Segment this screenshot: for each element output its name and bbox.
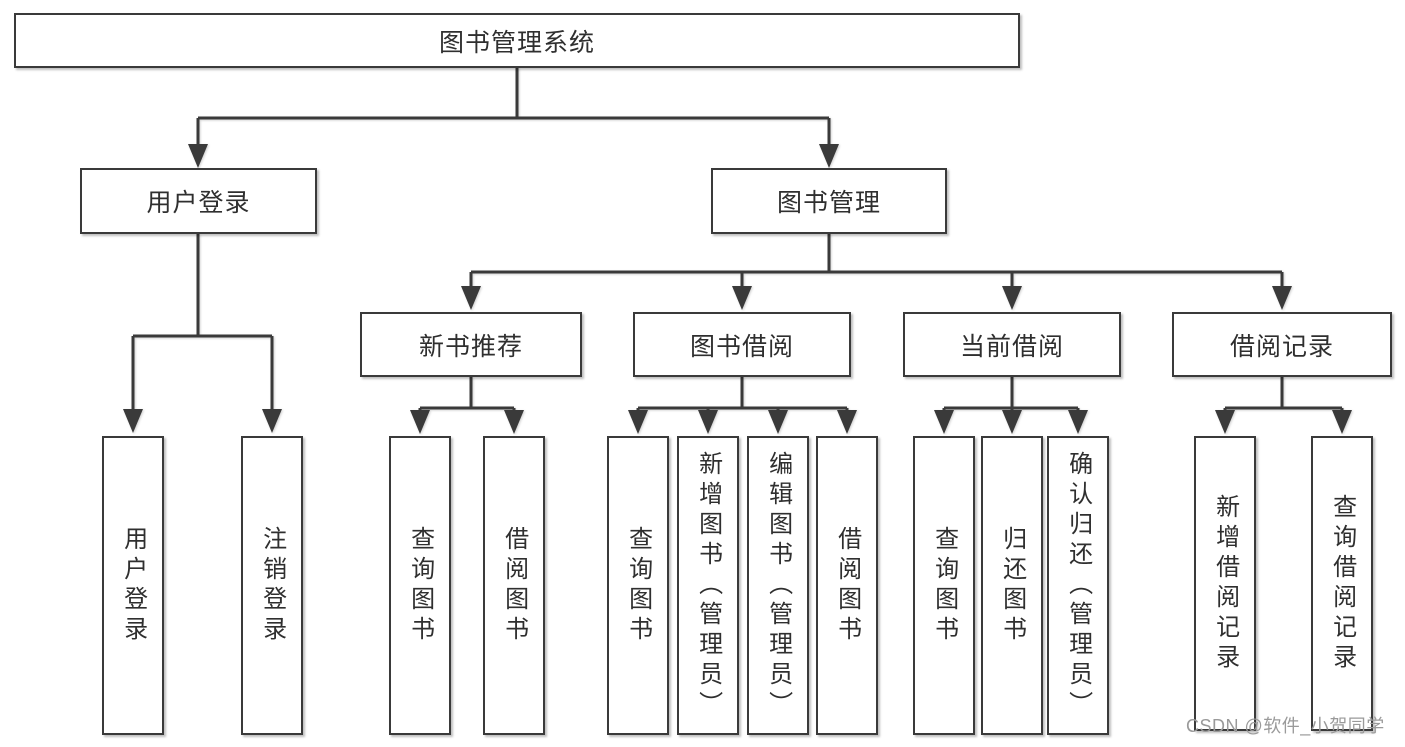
node-book-borrowing: 图书借阅 [633,312,851,377]
node-label: 用户登录 [119,525,147,646]
node-label: 新书推荐 [418,332,523,361]
node-book-management: 图书管理 [711,168,947,234]
leaf-node-confirm-return-admin: 确认归还（管理员） [1047,436,1109,735]
node-label: 图书管理系统 [438,28,595,57]
node-borrowing-records: 借阅记录 [1172,312,1392,377]
node-current-borrowing: 当前借阅 [903,312,1121,377]
leaf-node-query-books-2: 查询图书 [607,436,669,735]
leaf-node-return-books: 归还图书 [981,436,1043,735]
leaf-node-edit-book-admin: 编辑图书（管理员） [747,436,809,735]
node-label: 注销登录 [258,525,286,646]
node-new-book-recommend: 新书推荐 [360,312,582,377]
leaf-node-add-book-admin: 新增图书（管理员） [677,436,739,735]
node-label: 编辑图书（管理员） [764,450,792,721]
node-label: 借阅图书 [500,525,528,646]
leaf-node-query-books-3: 查询图书 [913,436,975,735]
arrowhead-icons [123,144,1352,434]
node-label: 查询借阅记录 [1328,493,1356,674]
node-label: 图书管理 [776,189,881,217]
leaf-node-user-login: 用户登录 [102,436,164,735]
node-label: 新增借阅记录 [1211,493,1239,674]
node-label: 新增图书（管理员） [694,450,722,721]
watermark: CSDN @软件_小贺同学 [1186,716,1385,736]
node-label: 查询图书 [406,525,434,646]
node-label: 借阅图书 [833,525,861,646]
node-label: 用户登录 [146,189,251,217]
node-label: 查询图书 [624,525,652,646]
node-label: 借阅记录 [1229,332,1334,361]
node-label: 当前借阅 [959,332,1064,361]
leaf-node-borrow-books-1: 借阅图书 [483,436,545,735]
node-label: 图书借阅 [689,332,794,361]
node-label: 查询图书 [930,525,958,646]
leaf-node-logout: 注销登录 [241,436,303,735]
node-library-management-system: 图书管理系统 [14,13,1020,68]
node-label: 确认归还（管理员） [1064,450,1092,721]
node-label: 归还图书 [998,525,1026,646]
leaf-node-query-borrow-record: 查询借阅记录 [1311,436,1373,731]
node-user-login-branch: 用户登录 [80,168,317,234]
leaf-node-query-books-1: 查询图书 [389,436,451,735]
leaf-node-borrow-books-2: 借阅图书 [816,436,878,735]
leaf-node-add-borrow-record: 新增借阅记录 [1194,436,1256,731]
